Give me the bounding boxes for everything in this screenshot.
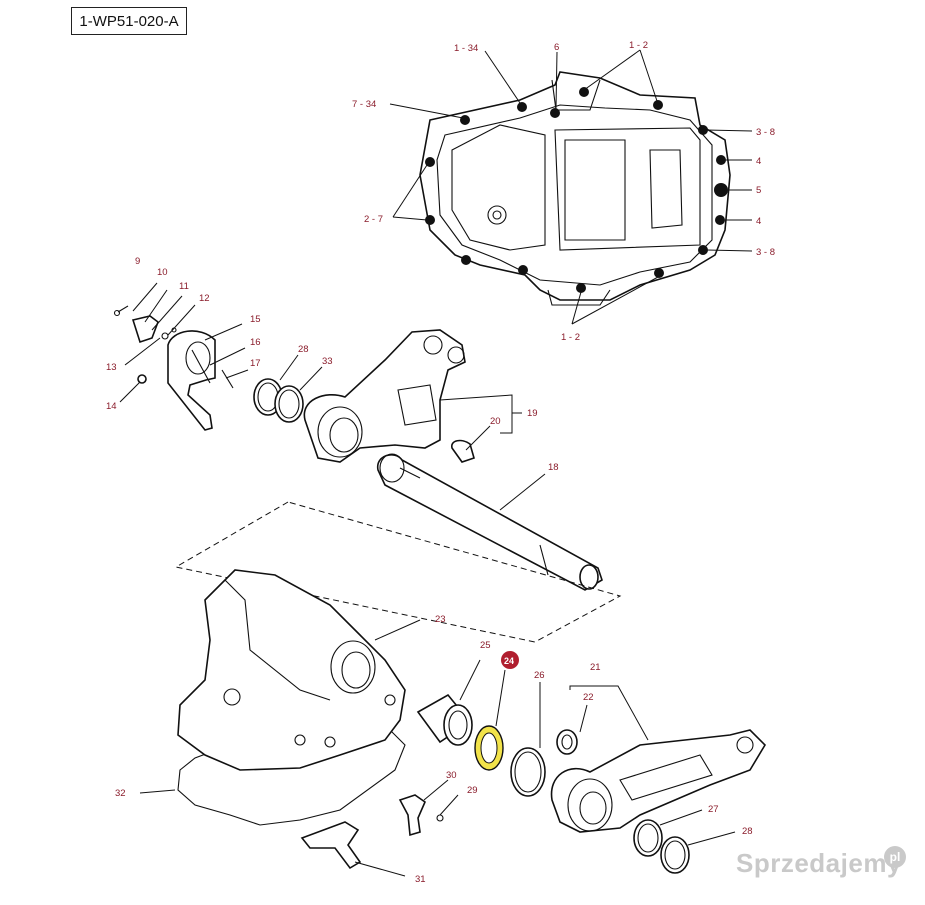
lift-arm-assembly [303,329,522,463]
label-9: 9 [135,256,140,267]
label-2-7: 2 - 7 [364,214,383,225]
label-25: 25 [480,640,491,651]
label-27: 27 [708,804,719,815]
label-23: 23 [435,614,446,625]
label-1-2-bottom: 1 - 2 [561,332,580,343]
label-22: 22 [583,692,594,703]
label-4-top: 4 [756,156,761,167]
label-24: 24 [504,656,514,666]
label-6: 6 [554,42,559,53]
label-26: 26 [534,670,545,681]
callout-labels: 1 - 34 6 1 - 2 7 - 34 3 - 8 4 5 4 2 - 7 … [106,40,775,885]
label-3-8-top: 3 - 8 [756,127,775,138]
label-21: 21 [590,662,601,673]
diagram-code-box: 1-WP51-020-A [71,7,187,35]
bracket-parts-lower [300,779,459,877]
label-28-top: 28 [298,344,309,355]
label-3-8-bottom: 3 - 8 [756,247,775,258]
label-14: 14 [106,401,117,412]
label-1-2-top: 1 - 2 [629,40,648,51]
watermark-badge: pl [884,846,906,868]
label-30: 30 [446,770,457,781]
label-13: 13 [106,362,117,373]
bearing-seal-group [416,659,546,797]
snap-rings-upper [253,354,323,423]
bracket-assembly [113,282,249,431]
label-28-bottom: 28 [742,826,753,837]
housing-assembly [139,569,421,826]
label-33: 33 [322,356,333,367]
lower-arm-assembly [550,685,767,833]
label-4-bottom: 4 [756,216,761,227]
label-20: 20 [490,416,501,427]
label-32: 32 [115,788,126,799]
snap-rings-lower [633,809,736,874]
label-18: 18 [548,462,559,473]
label-31: 31 [415,874,426,885]
label-17: 17 [250,358,261,369]
label-7-34: 7 - 34 [352,99,376,110]
label-29: 29 [467,785,478,796]
label-15: 15 [250,314,261,325]
label-12: 12 [199,293,210,304]
callout-24-badge [501,651,519,669]
label-11: 11 [179,281,189,292]
label-1-34: 1 - 34 [454,43,478,54]
label-10: 10 [157,267,168,278]
label-19: 19 [527,408,538,419]
label-16: 16 [250,337,261,348]
cover-assembly [389,49,753,325]
watermark-text: Sprzedajemy [736,848,902,878]
label-5: 5 [756,185,761,196]
cross-shaft [377,453,603,591]
